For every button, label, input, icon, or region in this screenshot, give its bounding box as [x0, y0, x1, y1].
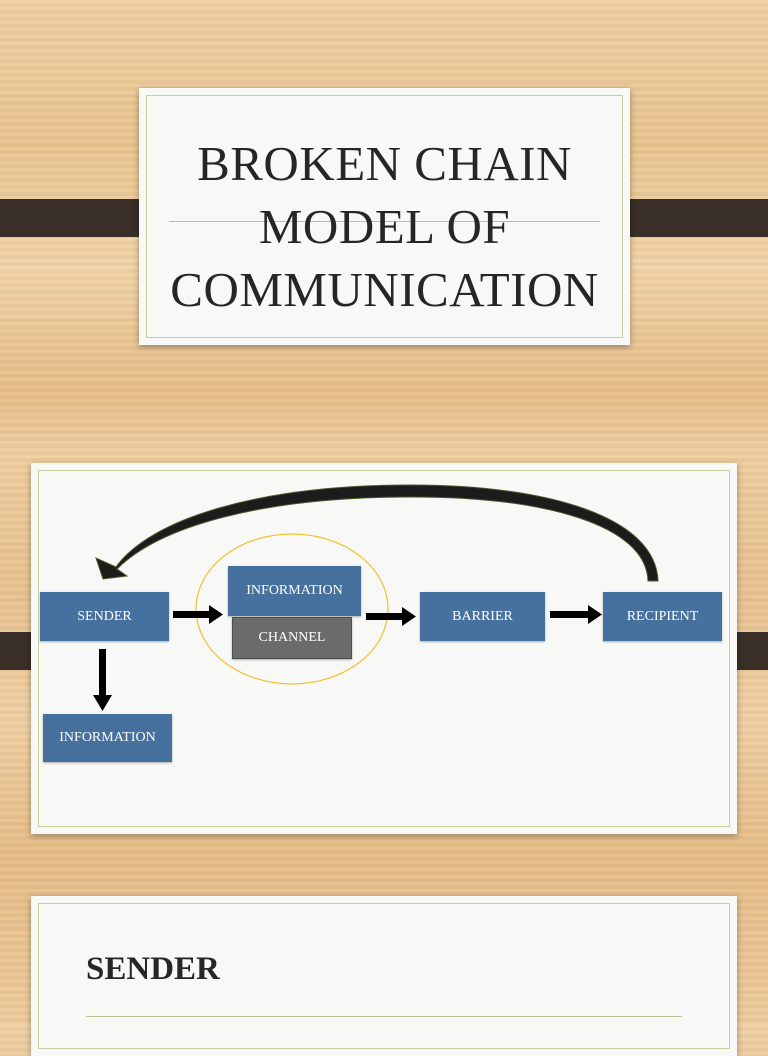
left-decor-bar-1 — [0, 199, 156, 237]
title-slide: BROKEN CHAIN MODEL OF COMMUNICATION — [139, 88, 630, 345]
slide-title: BROKEN CHAIN MODEL OF COMMUNICATION — [139, 132, 630, 321]
recipient-box: RECIPIENT — [603, 592, 722, 641]
information-box-top: INFORMATION — [228, 566, 361, 616]
arrow-barrier-to-recipient — [550, 605, 602, 624]
diagram-slide-frame — [38, 470, 730, 827]
title-divider — [169, 221, 600, 222]
title-line-2: MODEL OF — [258, 199, 511, 254]
sender-slide: SENDER — [31, 896, 737, 1056]
feedback-arrow — [95, 484, 659, 582]
sender-heading: SENDER — [86, 951, 220, 987]
title-slide-frame — [146, 95, 623, 338]
channel-ellipse — [195, 533, 389, 685]
right-decor-bar-1 — [612, 199, 768, 237]
information-box-bottom: INFORMATION — [43, 714, 172, 762]
arrow-channel-to-barrier — [366, 607, 416, 626]
title-line-1: BROKEN CHAIN — [197, 136, 572, 191]
sender-divider — [86, 1016, 682, 1017]
barrier-box: BARRIER — [420, 592, 545, 641]
arrow-sender-to-information — [93, 649, 112, 711]
arrow-sender-to-channel — [173, 605, 223, 624]
sender-box: SENDER — [40, 592, 169, 641]
diagram-canvas — [93, 484, 659, 711]
channel-box: CHANNEL — [232, 617, 352, 659]
title-line-3: COMMUNICATION — [170, 262, 599, 317]
diagram-slide: SENDER INFORMATION CHANNEL BARRIER RECIP… — [31, 463, 737, 834]
